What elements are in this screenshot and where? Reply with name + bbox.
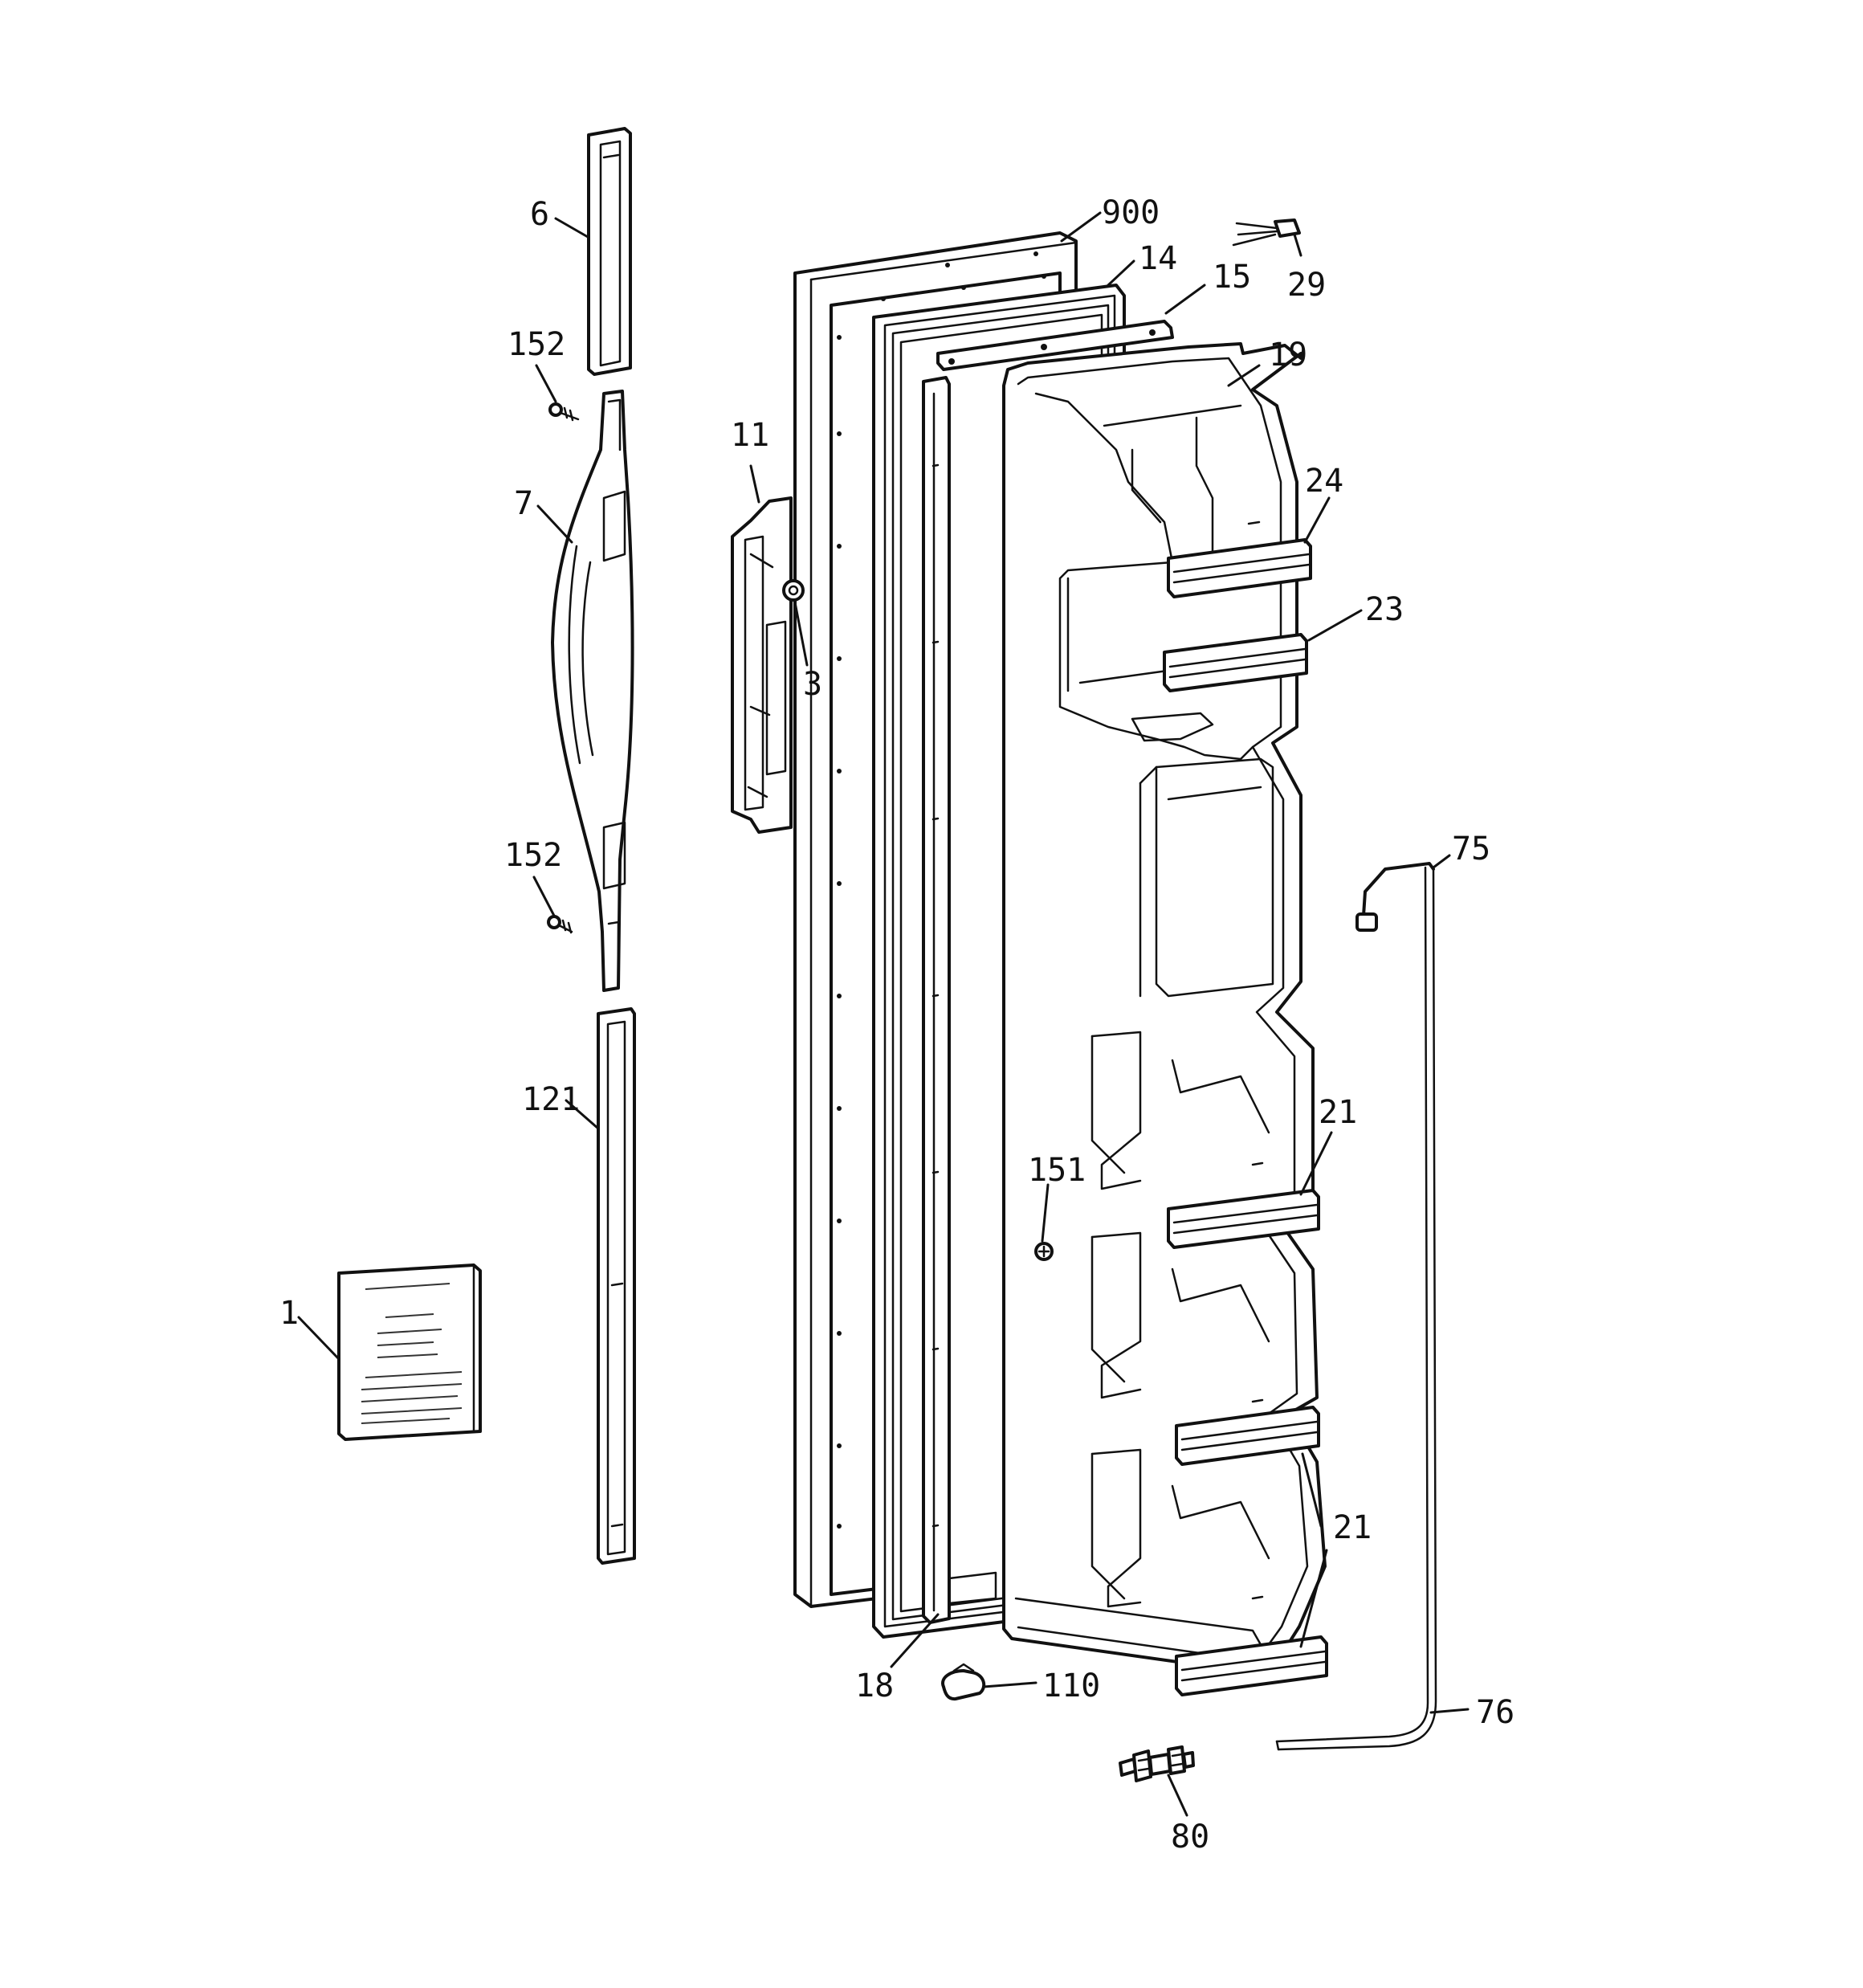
- callout-23: 23: [1365, 591, 1404, 628]
- callout-29: 29: [1287, 267, 1326, 304]
- callout-900: 900: [1102, 194, 1160, 231]
- leader-lines: [297, 211, 1470, 1817]
- part-110-cap: [941, 1663, 986, 1701]
- callout-75: 75: [1452, 831, 1490, 867]
- callout-3: 3: [803, 666, 822, 703]
- part-23-shelf-rail: [1163, 633, 1308, 692]
- callout-24: 24: [1305, 463, 1343, 500]
- part-6-handle-trim-top: [587, 127, 632, 376]
- callout-152-top: 152: [508, 326, 565, 363]
- part-151-screw: [1034, 1242, 1054, 1261]
- part-1-owners-booklet: [337, 1263, 482, 1441]
- callout-152-bottom: 152: [504, 837, 562, 874]
- part-18-breaker-strip-side: [922, 376, 997, 1624]
- callout-labels: 900 14 15 29 19 6 152 7 11 3 24 23 152 7…: [279, 194, 1514, 1855]
- callout-1: 1: [279, 1295, 299, 1332]
- callout-21-upper: 21: [1319, 1094, 1357, 1131]
- part-152-screw-bottom: [547, 915, 573, 934]
- part-29-wire-harness: [1232, 218, 1301, 247]
- part-75-76-water-tube: [1275, 862, 1437, 1751]
- part-121-handle-trim-bottom: [597, 1007, 636, 1565]
- callout-19: 19: [1269, 337, 1307, 374]
- callout-121: 121: [522, 1081, 580, 1118]
- part-7-handle: [551, 390, 634, 992]
- callout-7: 7: [514, 485, 533, 522]
- part-21-shelf-rail-2: [1175, 1406, 1320, 1466]
- callout-76: 76: [1476, 1694, 1514, 1731]
- part-152-screw-top: [548, 402, 580, 422]
- part-15-breaker-strip-top: [936, 320, 1174, 371]
- callout-14: 14: [1139, 240, 1177, 277]
- part-3-plug-button: [782, 579, 805, 602]
- part-80-water-fitting: [1119, 1745, 1195, 1782]
- callout-110: 110: [1042, 1668, 1100, 1704]
- door-panel-holes: [837, 251, 1046, 1529]
- callout-21-lower: 21: [1333, 1509, 1372, 1546]
- part-21-shelf-rail-1: [1167, 1189, 1320, 1249]
- callout-15: 15: [1213, 259, 1251, 296]
- callout-6: 6: [530, 196, 549, 233]
- callout-80: 80: [1171, 1819, 1209, 1855]
- callout-18: 18: [855, 1668, 894, 1704]
- part-21-shelf-rail-3: [1175, 1635, 1328, 1696]
- callout-151: 151: [1028, 1152, 1086, 1189]
- callout-11: 11: [731, 417, 769, 454]
- part-11-mounting-bracket: [731, 496, 793, 834]
